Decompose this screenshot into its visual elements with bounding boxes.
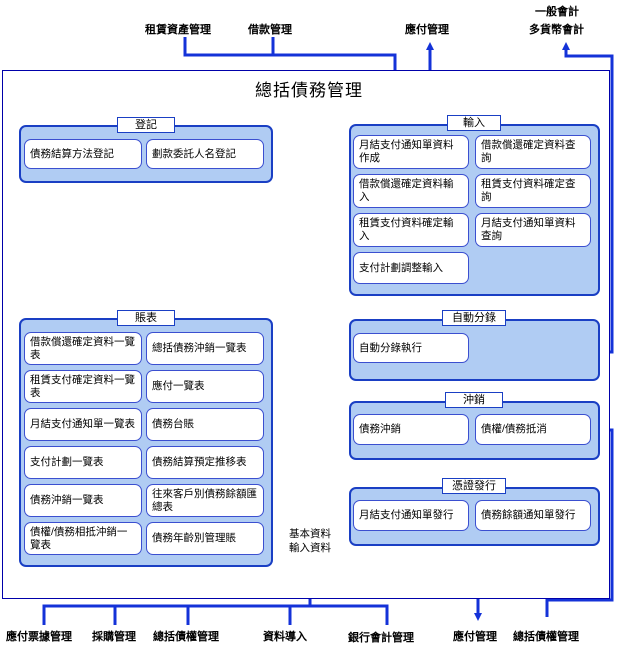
box-payee-registration: 劃款委託人名登記 xyxy=(146,139,264,169)
box-monthly-notice-query: 月結支付通知單資料查詢 xyxy=(475,213,591,247)
database-label-line1: 基本資料 xyxy=(289,528,331,540)
box-monthly-notice-create: 月結支付通知單資料作成 xyxy=(353,135,469,169)
group-auto-journal-title: 自動分錄 xyxy=(442,310,506,326)
ext-total-credit-mgmt-right: 總括債權管理 xyxy=(513,631,579,643)
ext-general-ledger-line1: 一般會計 xyxy=(535,6,579,18)
group-input-title: 輸入 xyxy=(447,115,501,131)
group-ledger-title: 賬表 xyxy=(117,310,175,326)
box-debt-offset: 債務沖銷 xyxy=(353,414,469,445)
box-ledger-settlement-forecast: 債務結算預定推移表 xyxy=(146,446,264,479)
box-ledger-payment-plan: 支付計劃一覽表 xyxy=(24,446,142,479)
box-ledger-credit-debt-offset: 債權/債務相抵沖銷一覽表 xyxy=(24,522,142,555)
ext-general-ledger-line2: 多貨幣會計 xyxy=(529,24,584,36)
box-auto-journal-run: 自動分錄執行 xyxy=(353,333,469,363)
box-ledger-monthly-notice: 月結支付通知單一覽表 xyxy=(24,408,142,441)
ext-payable-mgmt-bottom: 應付管理 xyxy=(453,631,497,643)
box-ledger-total-offset: 總括債務沖銷一覽表 xyxy=(146,332,264,365)
box-debt-settlement-registration: 債務結算方法登記 xyxy=(24,139,142,169)
box-ledger-loan-repay: 借款償還確定資料一覽表 xyxy=(24,332,142,365)
ext-payable-mgmt-top: 應付管理 xyxy=(405,24,449,36)
ext-total-credit-mgmt: 總括債權管理 xyxy=(153,631,219,643)
ext-lease-asset-mgmt: 租賃資產管理 xyxy=(145,24,211,36)
box-payment-plan-adjust: 支付計劃調整輸入 xyxy=(353,252,469,284)
diagram-title: 總括債務管理 xyxy=(255,81,363,100)
ext-data-import: 資料導入 xyxy=(263,631,307,643)
box-loan-repay-input: 借款償還確定資料輸入 xyxy=(353,174,469,208)
box-ledger-debt-offset: 債務沖銷一覽表 xyxy=(24,484,142,517)
box-ledger-debt-book: 債務台賬 xyxy=(146,408,264,441)
box-lease-pay-query: 租賃支付資料確定查詢 xyxy=(475,174,591,208)
box-lease-pay-input: 租賃支付資料確定輸入 xyxy=(353,213,469,247)
group-registration-title: 登記 xyxy=(117,117,175,133)
box-balance-notice-issue: 債務餘額通知單發行 xyxy=(475,500,591,531)
ext-payable-bill-mgmt: 應付票據管理 xyxy=(6,631,72,643)
ext-loan-mgmt: 借款管理 xyxy=(248,24,292,36)
group-voucher-title: 憑證發行 xyxy=(442,478,506,494)
box-ledger-customer-balance: 往來客戶別債務餘額匯總表 xyxy=(146,484,264,517)
box-monthly-notice-issue: 月結支付通知單發行 xyxy=(353,500,469,531)
box-loan-repay-query: 借款償還確定資料查詢 xyxy=(475,135,591,169)
box-ledger-payables: 應付一覽表 xyxy=(146,370,264,403)
ext-bank-accounting-mgmt: 銀行會計管理 xyxy=(348,632,414,644)
box-credit-debt-offset: 債權/債務抵消 xyxy=(475,414,591,445)
box-ledger-lease-pay: 租賃支付確定資料一覽表 xyxy=(24,370,142,403)
ext-purchase-mgmt: 採購管理 xyxy=(92,631,136,643)
database-label-line2: 輸入資料 xyxy=(289,542,331,554)
box-ledger-debt-aging: 債務年齡別管理賬 xyxy=(146,522,264,555)
group-offset-title: 沖銷 xyxy=(445,392,503,408)
